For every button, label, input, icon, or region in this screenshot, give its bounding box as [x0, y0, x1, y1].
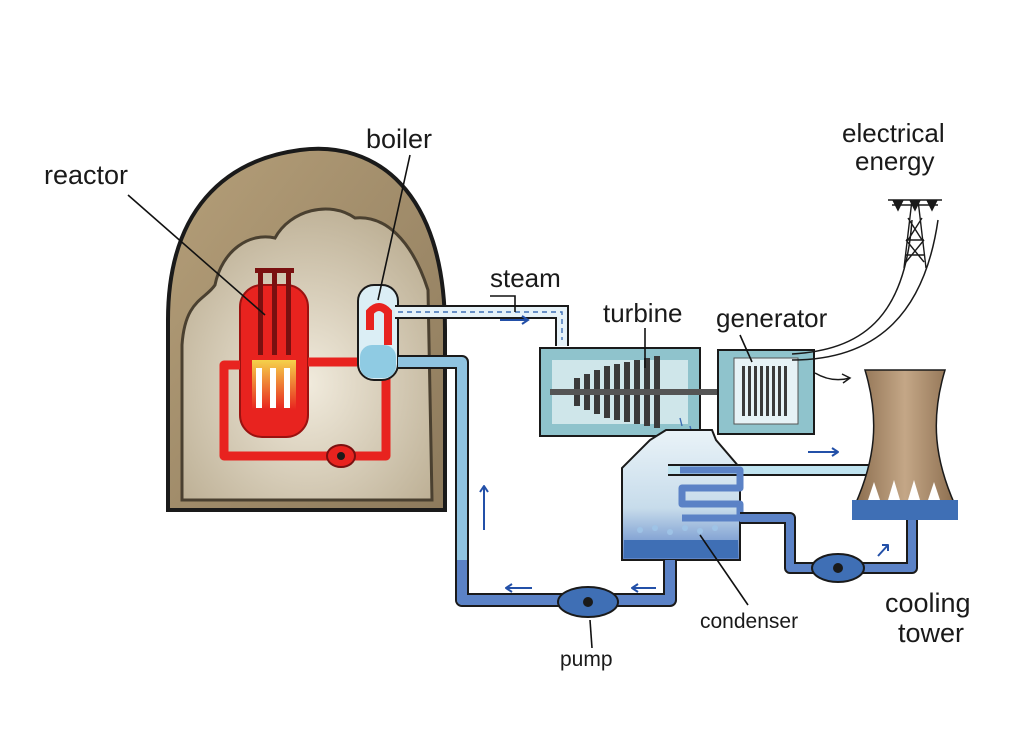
label-tower: tower — [898, 618, 964, 648]
fuel-rods — [256, 368, 290, 408]
label-pump: pump — [560, 648, 613, 671]
label-generator: generator — [716, 303, 828, 333]
flow-arrow-feed — [479, 485, 489, 530]
transmission-tower — [888, 199, 942, 269]
steam-pipe — [395, 305, 569, 346]
boiler — [357, 284, 399, 381]
flow-arrow-up — [877, 544, 889, 557]
cooling-tower — [852, 369, 958, 520]
label-electrical: electrical — [842, 118, 945, 148]
generator — [717, 219, 939, 435]
label-steam: steam — [490, 263, 561, 293]
label-boiler: boiler — [366, 124, 432, 154]
reactor — [239, 268, 309, 438]
power-lines — [791, 219, 939, 361]
steam-flow-arrow — [500, 315, 530, 325]
feedwater-loop — [398, 355, 677, 607]
label-cooling: cooling — [885, 588, 971, 618]
turbine — [539, 347, 740, 437]
label-energy: energy — [855, 146, 935, 176]
label-turbine: turbine — [603, 298, 683, 328]
label-reactor: reactor — [44, 160, 128, 190]
turbine-shaft — [550, 389, 740, 395]
control-rods — [255, 268, 294, 355]
energy-arrow — [814, 372, 852, 384]
flow-arrow-tower — [808, 447, 839, 457]
label-condenser: condenser — [700, 610, 798, 633]
flow-arrow-cond — [631, 583, 656, 593]
leader-lines — [127, 154, 753, 649]
flow-arrow-return — [505, 583, 532, 593]
